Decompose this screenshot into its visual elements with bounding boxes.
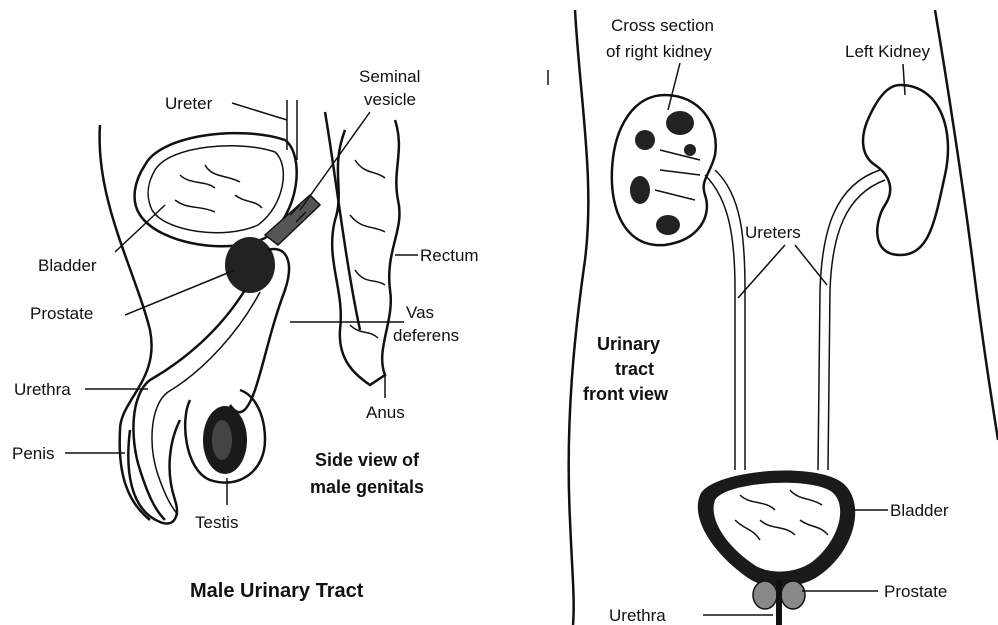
testis-label: Testis — [195, 513, 238, 532]
vas-deferens-label-1: Vas — [406, 303, 434, 322]
left-kidney-label: Left Kidney — [845, 42, 931, 61]
urethra-label-left: Urethra — [14, 380, 71, 399]
front-view-caption-3: front view — [583, 384, 669, 404]
prostate-front-right — [781, 581, 805, 609]
side-view-caption-1: Side view of — [315, 450, 420, 470]
bladder-label-right: Bladder — [890, 501, 949, 520]
vas-deferens-label-2: deferens — [393, 326, 459, 345]
front-view-caption-2: tract — [615, 359, 654, 379]
left-ureter-tube — [818, 170, 880, 470]
prostate-front-left — [753, 581, 777, 609]
ureter-label-left: Ureter — [165, 94, 213, 113]
seminal-vesicle-label-1: Seminal — [359, 67, 420, 86]
penis-label: Penis — [12, 444, 55, 463]
cross-section-label-2: of right kidney — [606, 42, 712, 61]
rectum-shape — [332, 120, 399, 385]
cross-section-label-1: Cross section — [611, 16, 714, 35]
front-view-caption-1: Urinary — [597, 334, 660, 354]
prostate-shape — [225, 237, 275, 293]
urethra-label-right: Urethra — [609, 606, 666, 625]
urethra-front-tube — [776, 580, 782, 625]
ureters-label: Ureters — [745, 223, 801, 242]
anus-label: Anus — [366, 403, 405, 422]
left-panel-title: Male Urinary Tract — [190, 580, 364, 602]
right-ureter-tube — [705, 175, 735, 470]
prostate-label-left: Prostate — [30, 304, 93, 323]
side-view-caption-2: male genitals — [310, 477, 424, 497]
bladder-label-left: Bladder — [38, 256, 97, 275]
rectum-label: Rectum — [420, 246, 479, 265]
prostate-label-right: Prostate — [884, 582, 947, 601]
front-view-illustration — [569, 10, 998, 625]
seminal-vesicle-label-2: vesicle — [364, 90, 416, 109]
left-kidney-shape — [863, 85, 948, 255]
